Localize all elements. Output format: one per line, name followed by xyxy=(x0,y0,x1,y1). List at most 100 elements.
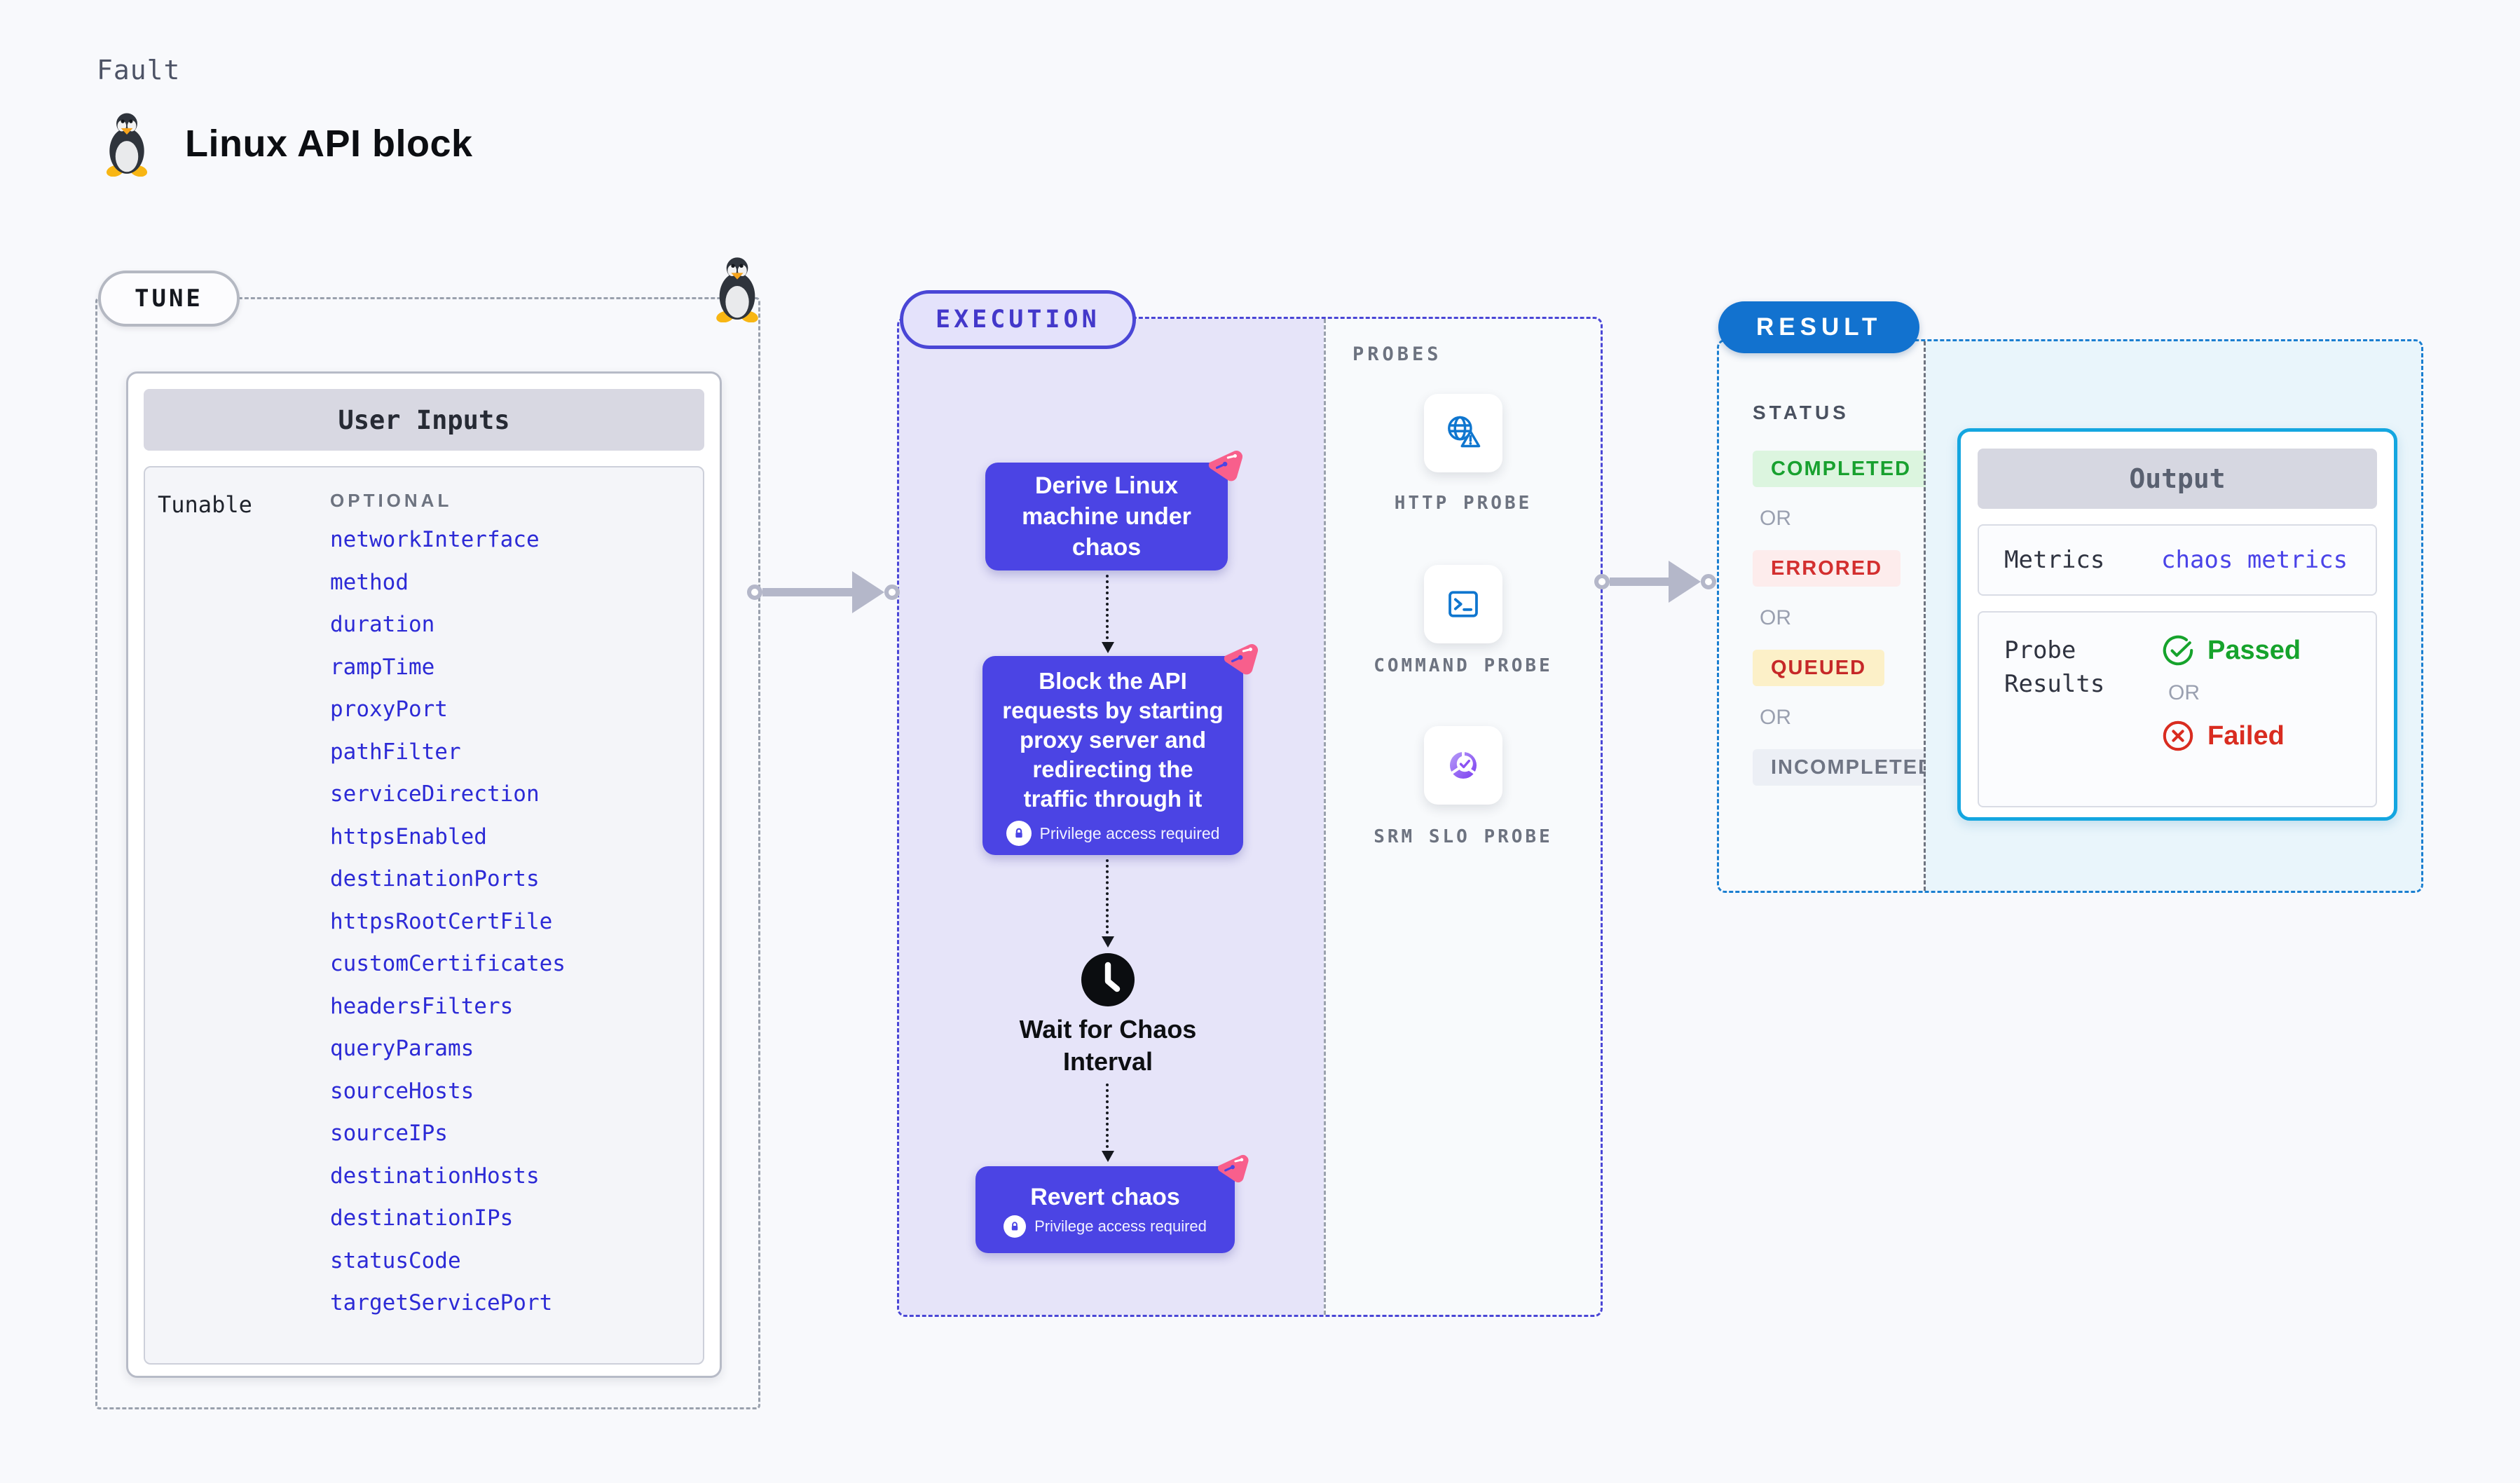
slo-gauge-icon xyxy=(1449,750,1477,779)
status-badge-errored: ERRORED xyxy=(1753,550,1901,587)
arrow-head xyxy=(852,571,884,613)
page-title: Linux API block xyxy=(185,123,473,165)
tunable-param: rampTime xyxy=(330,654,435,680)
tux-penguin-icon xyxy=(709,255,765,322)
wait-step-label: Wait for Chaos Interval xyxy=(1019,1015,1197,1076)
status-column: STATUS COMPLETED OR ERRORED OR QUEUED OR… xyxy=(1719,341,1953,891)
flow-connector xyxy=(1102,575,1114,653)
tunable-param: duration xyxy=(330,612,435,638)
tunable-param: destinationPorts xyxy=(330,866,540,892)
srm-slo-probe-label: SRM SLO PROBE xyxy=(1374,826,1553,847)
tunable-panel: Tunable OPTIONAL networkInterface method… xyxy=(144,466,704,1365)
step-derive-machine: Derive Linux machine under chaos xyxy=(985,463,1228,570)
lock-icon xyxy=(1004,1215,1027,1238)
result-divider xyxy=(1924,341,1926,891)
tunable-row-label: Tunable xyxy=(158,491,252,518)
tune-section-label: TUNE xyxy=(98,271,240,327)
flow-connector xyxy=(1102,859,1114,948)
probes-section-label: PROBES xyxy=(1353,343,1442,365)
chaos-pink-icon xyxy=(1200,440,1249,489)
connector-dot xyxy=(747,585,762,600)
output-panel: Output Metrics chaos metrics Probe Resul… xyxy=(1926,341,2421,891)
tune-to-execution-arrow xyxy=(747,571,900,613)
tunable-param: serviceDirection xyxy=(330,781,540,807)
chaos-pink-icon xyxy=(1210,1145,1254,1189)
check-circle-icon xyxy=(2163,635,2193,666)
arrow-head xyxy=(1669,561,1701,603)
execution-section-label: EXECUTION xyxy=(900,290,1136,349)
tunable-param: proxyPort xyxy=(330,697,448,723)
arrow-shaft xyxy=(1610,578,1670,586)
probe-results-values: Passed OR Failed xyxy=(2161,634,2301,785)
flow-connector xyxy=(1102,1084,1114,1162)
tunable-param: httpsRootCertFile xyxy=(330,908,553,934)
tunable-param: destinationHosts xyxy=(330,1163,540,1189)
metrics-row: Metrics chaos metrics xyxy=(1978,524,2377,596)
status-badge-completed: COMPLETED xyxy=(1753,451,1930,487)
connector-dot xyxy=(1701,574,1716,589)
clock-icon xyxy=(1080,952,1136,1011)
command-probe-card xyxy=(1424,565,1502,643)
tunable-param: destinationIPs xyxy=(330,1205,514,1231)
output-title: Output xyxy=(1978,449,2377,509)
tunable-param: customCertificates xyxy=(330,951,566,977)
or-label: OR xyxy=(1760,606,1791,629)
failed-result: Failed xyxy=(2161,719,2301,753)
x-circle-icon xyxy=(2163,720,2193,751)
chaos-pink-icon xyxy=(1215,634,1264,683)
probes-divider xyxy=(1324,319,1326,1315)
passed-result: Passed xyxy=(2161,634,2301,667)
lock-icon xyxy=(1006,821,1032,846)
command-probe-label: COMMAND PROBE xyxy=(1374,655,1553,676)
privilege-badge: Privilege access required xyxy=(1006,821,1220,846)
step-revert-chaos: Revert chaos Privilege access required xyxy=(975,1166,1235,1253)
tunable-param: sourceHosts xyxy=(330,1078,474,1104)
http-probe-label: HTTP PROBE xyxy=(1394,493,1533,514)
connector-dot xyxy=(884,585,900,600)
tux-penguin-icon xyxy=(100,111,154,177)
status-badge-incompleted: INCOMPLETED xyxy=(1753,749,1953,786)
step-text: Revert chaos xyxy=(1030,1184,1180,1210)
tunable-param: sourceIPs xyxy=(330,1121,448,1147)
tunable-param: httpsEnabled xyxy=(330,823,487,849)
probe-results-row: Probe Results Passed OR xyxy=(1978,611,2377,807)
execution-to-result-arrow xyxy=(1594,561,1716,603)
tunable-param: queryParams xyxy=(330,1036,474,1062)
tunable-param: pathFilter xyxy=(330,739,461,765)
connector-dot xyxy=(1594,574,1610,589)
or-label: OR xyxy=(2168,681,2200,704)
srm-slo-probe-card xyxy=(1424,726,1502,805)
metrics-label: Metrics xyxy=(2004,546,2105,574)
status-badge-queued: QUEUED xyxy=(1753,650,1885,686)
tunable-param: method xyxy=(330,569,409,595)
or-label: OR xyxy=(1760,706,1791,729)
or-label: OR xyxy=(1760,507,1791,530)
status-label: STATUS xyxy=(1753,402,1849,423)
tunable-param: targetServicePort xyxy=(330,1290,553,1316)
output-card: Output Metrics chaos metrics Probe Resul… xyxy=(1957,428,2397,821)
result-section-label: RESULT xyxy=(1718,301,1920,353)
tunable-param: statusCode xyxy=(330,1248,461,1273)
passed-label: Passed xyxy=(2207,635,2301,665)
result-section: STATUS COMPLETED OR ERRORED OR QUEUED OR… xyxy=(1717,339,2423,893)
privilege-badge: Privilege access required xyxy=(1004,1215,1207,1238)
http-probe-card xyxy=(1424,394,1502,472)
user-inputs-title: User Inputs xyxy=(144,389,704,451)
tunable-param: headersFilters xyxy=(330,993,514,1019)
user-inputs-card: User Inputs Tunable OPTIONAL networkInte… xyxy=(126,371,722,1378)
privilege-label: Privilege access required xyxy=(1039,823,1220,842)
fault-kicker: Fault xyxy=(97,55,181,86)
tunable-param: networkInterface xyxy=(330,527,540,553)
tune-section xyxy=(95,297,760,1409)
globe-alert-icon xyxy=(1448,416,1481,448)
page-header: Linux API block xyxy=(100,111,473,177)
privilege-label: Privilege access required xyxy=(1034,1217,1207,1235)
step-block-api: Block the API requests by starting proxy… xyxy=(982,656,1243,855)
step-text: Block the API requests by starting proxy… xyxy=(1002,668,1224,812)
arrow-shaft xyxy=(762,588,854,596)
metrics-value: chaos metrics xyxy=(2161,546,2348,574)
failed-label: Failed xyxy=(2207,720,2285,751)
terminal-icon xyxy=(1449,591,1478,617)
params-column: OPTIONAL networkInterface method duratio… xyxy=(330,487,690,1325)
